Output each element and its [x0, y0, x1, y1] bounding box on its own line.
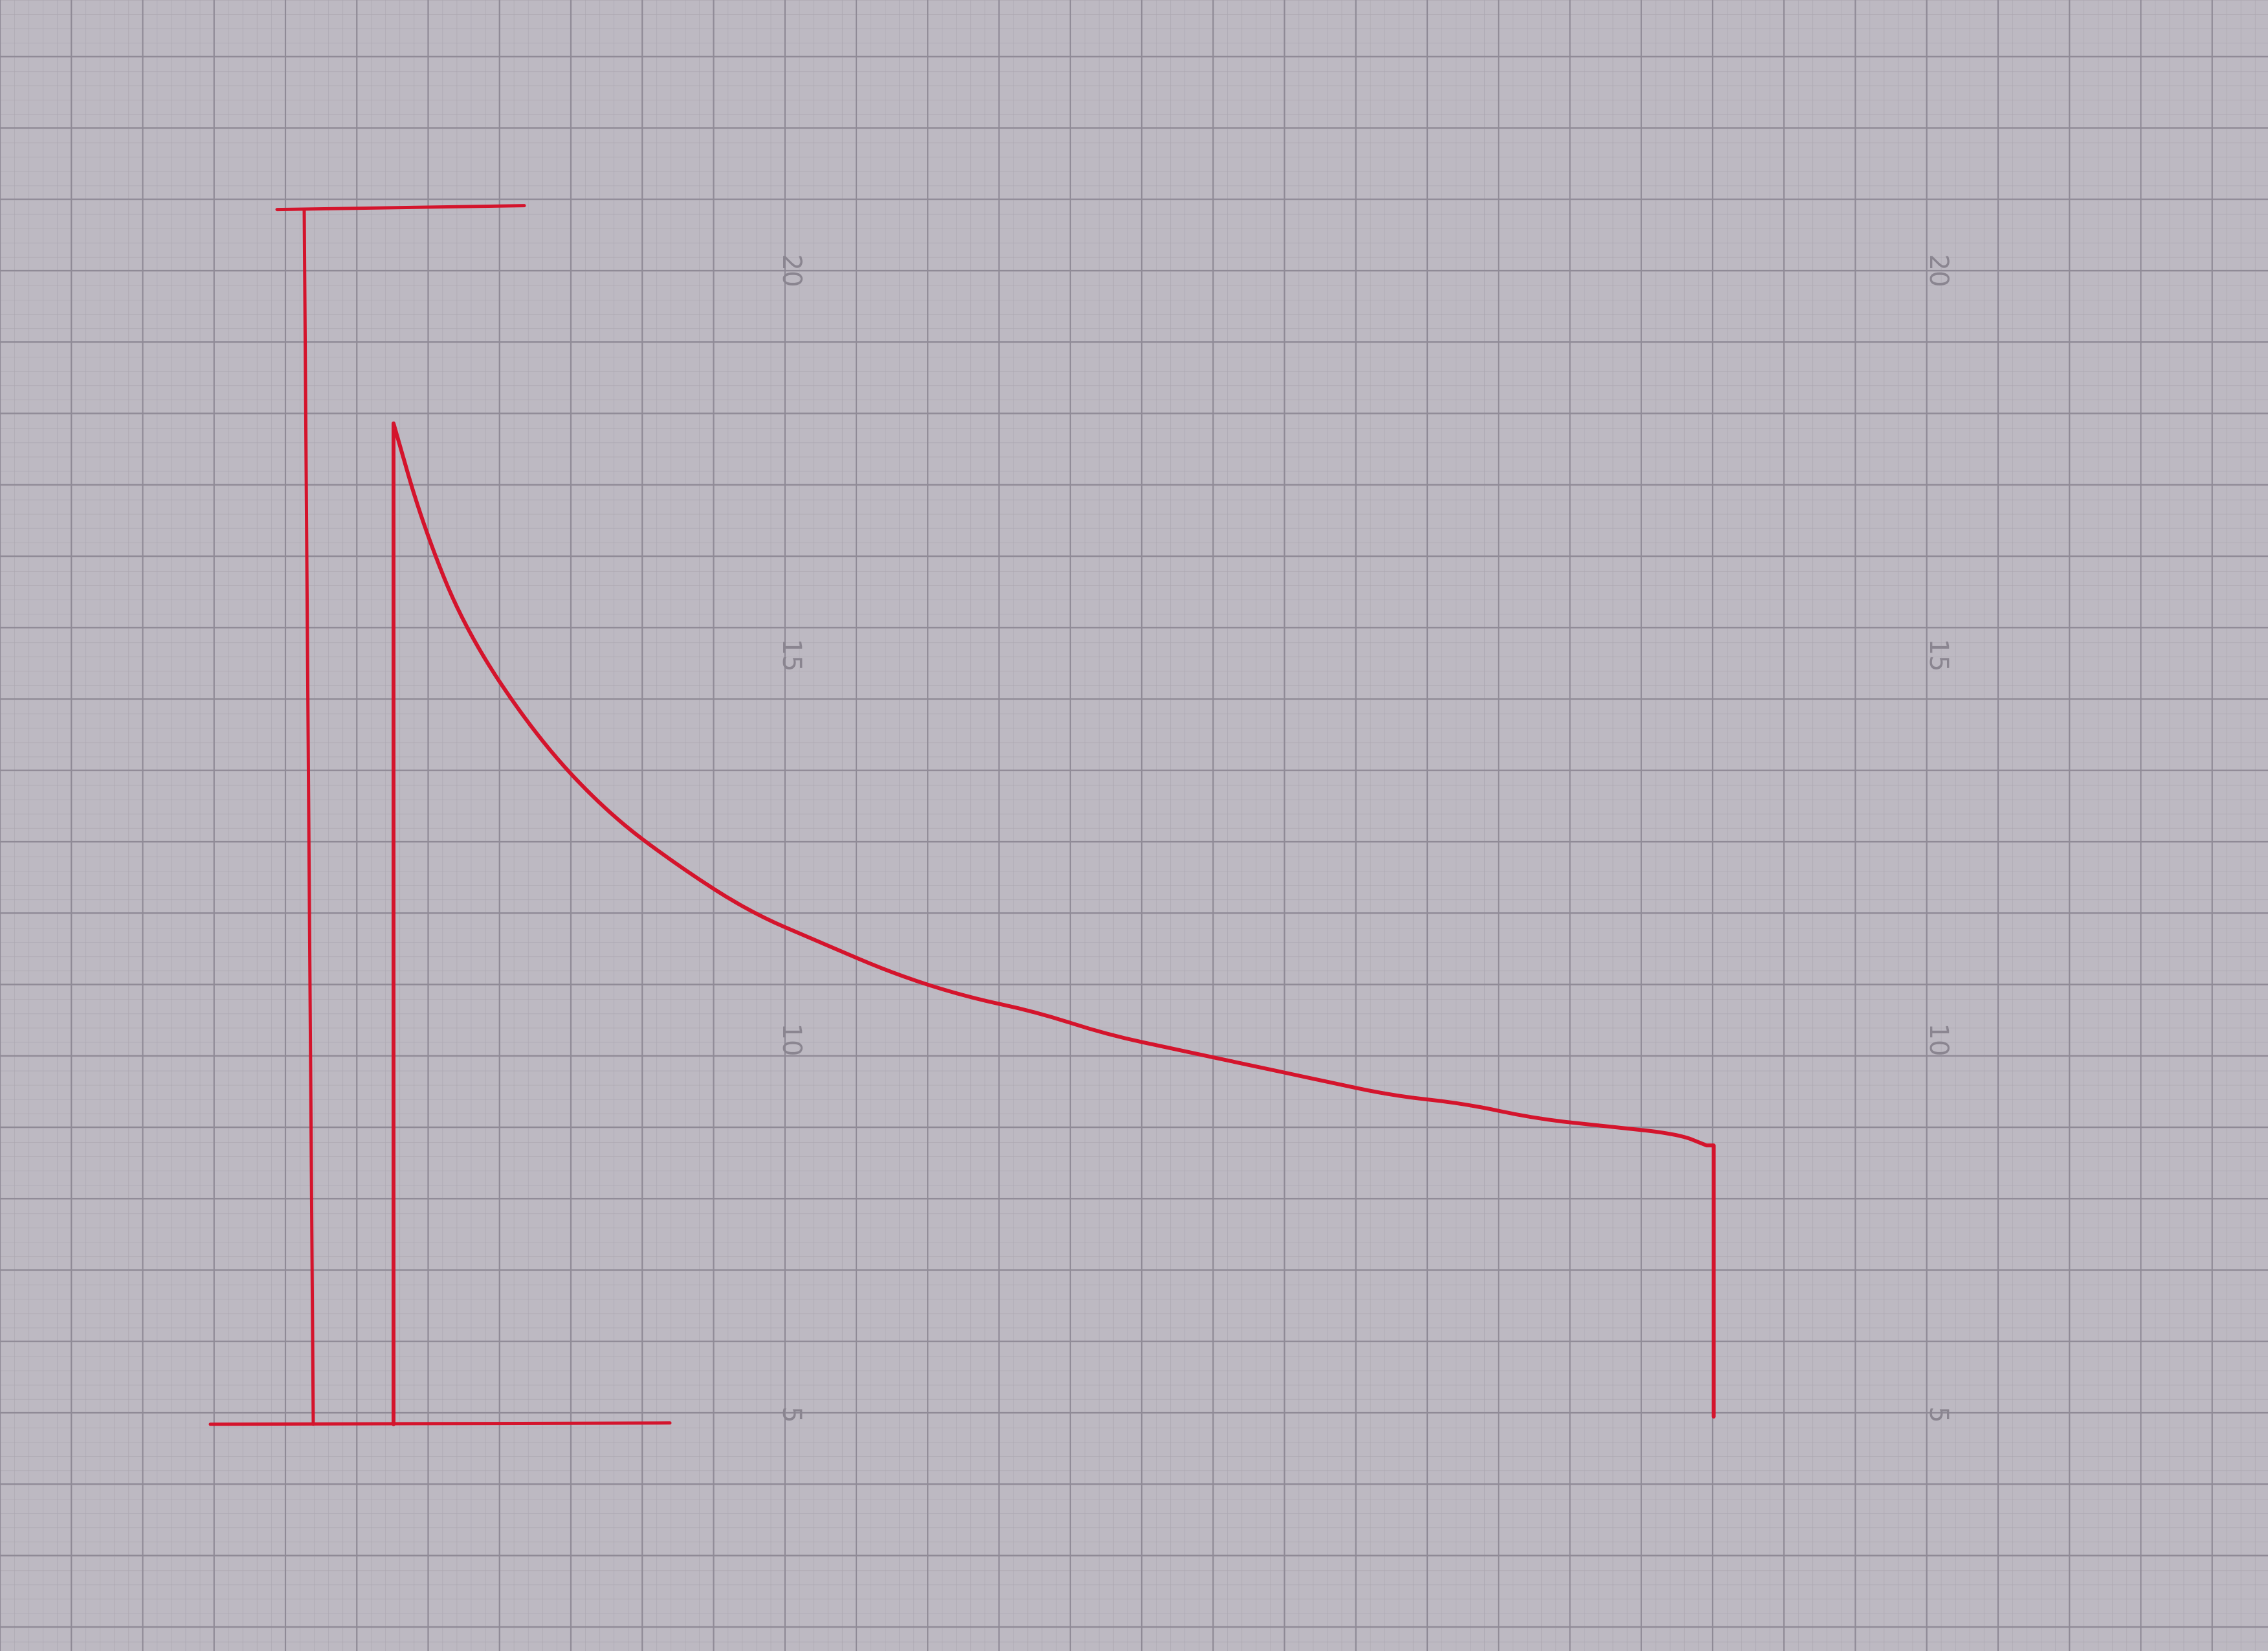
scale-labels: 20 15 10 5 20 15 10 5 [777, 254, 1953, 1423]
baseline-reference-line [208, 1421, 672, 1426]
upper-reference-line [275, 204, 526, 212]
scale-label: 5 [777, 1406, 806, 1422]
scale-label: 15 [1924, 639, 1953, 672]
scale-label: 15 [777, 639, 806, 672]
scale-label: 10 [777, 1024, 806, 1057]
series-line [392, 421, 1716, 1426]
scale-label: 20 [777, 254, 806, 287]
calibration-vertical-line [302, 208, 315, 1426]
scale-label: 10 [1924, 1024, 1953, 1057]
scale-label: 5 [1924, 1406, 1953, 1422]
scale-label: 20 [1924, 254, 1953, 287]
reference-lines [208, 204, 672, 1426]
